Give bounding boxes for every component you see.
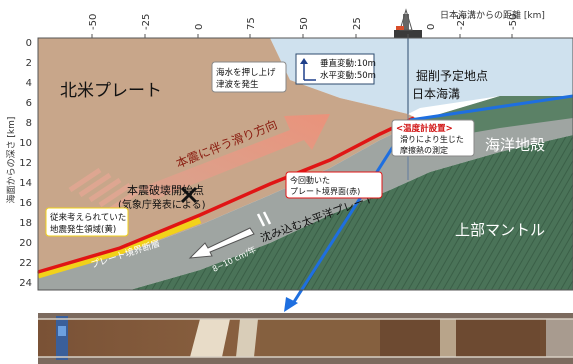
vertical-change-label: 垂直変動:10m: [320, 58, 376, 69]
north-america-plate-label: 北米プレート: [60, 81, 162, 101]
top-tick-3: 75: [246, 17, 257, 30]
previous-zone-box: [45, 207, 129, 237]
rupture-hatching: [68, 167, 142, 213]
top-tick-5: 25: [352, 17, 363, 30]
tsunami-line1: 海水を押し上げ: [216, 67, 276, 78]
top-tick-4: 50: [299, 17, 310, 30]
slip-direction-arrow: [140, 114, 330, 200]
top-axis: [91, 34, 513, 38]
core-sample-photo: [38, 313, 573, 364]
slipped-boundary-box: [285, 171, 383, 199]
slipped-boundary-line2: プレート境界面(赤): [290, 186, 360, 196]
plate-motion-arrow: [188, 211, 272, 259]
left-tick-10: 20: [19, 238, 32, 249]
left-tick-7: 14: [19, 178, 32, 189]
sensor-line2: 摩擦熱の測定: [400, 145, 448, 155]
displacement-box: [295, 53, 375, 85]
slipped-boundary-line1: 今回動いた: [290, 175, 330, 185]
oceanic-crust-label: 海洋地殻: [485, 136, 545, 154]
left-tick-3: 6: [26, 98, 32, 109]
left-tick-6: 12: [19, 158, 32, 169]
drill-trajectory-down: [290, 119, 412, 306]
upper-mantle-label: 上部マントル: [455, 221, 545, 239]
sensor-title: <温度計設置>: [396, 123, 453, 134]
rupture-start-sub: (気象庁発表による): [118, 198, 206, 211]
left-tick-12: 24: [19, 278, 32, 289]
drilling-ship-icon: [394, 8, 422, 38]
top-tick-0: -50: [88, 14, 99, 30]
previous-zone-line2: 地震発生領域(黄): [50, 224, 116, 235]
left-tick-1: 2: [26, 58, 32, 69]
left-tick-5: 10: [19, 138, 32, 149]
top-axis-label: 日本海溝からの距離 [km]: [440, 9, 545, 21]
left-tick-4: 8: [26, 118, 32, 129]
top-tick-6: 0: [426, 24, 437, 30]
drill-arrowhead: [284, 297, 298, 312]
top-tick-2: 0: [194, 24, 205, 30]
drill-trajectory-right: [409, 94, 573, 122]
japan-trench-label: 日本海溝: [412, 86, 460, 101]
top-tick-8: -50: [508, 14, 519, 30]
previous-zone-line1: 従来考えられていた: [50, 212, 126, 223]
tsunami-line2: 津波を発生: [216, 79, 259, 90]
slipped-boundary-line: [37, 116, 415, 274]
top-tick-1: -25: [141, 14, 152, 30]
left-tick-8: 16: [19, 198, 32, 209]
left-axis-label: 海面からの深さ [km]: [5, 117, 17, 204]
left-tick-9: 18: [19, 218, 32, 229]
rupture-start-marker: [180, 186, 198, 204]
sensor-line1: 滑りにより生じた: [400, 134, 464, 144]
left-tick-11: 22: [19, 258, 32, 269]
horizontal-change-label: 水平変動:50m: [320, 70, 376, 81]
rupture-start-label: 本震破壊開始点: [127, 183, 204, 197]
sensor-box: [391, 119, 475, 157]
left-tick-2: 4: [26, 78, 32, 89]
tsunami-box: [211, 61, 287, 93]
left-tick-0: 0: [26, 38, 32, 49]
previous-zone-line: [37, 216, 202, 279]
top-tick-7: -25: [456, 14, 467, 30]
drilling-site-label: 掘削予定地点: [416, 68, 488, 83]
plot-frame: [37, 37, 573, 291]
